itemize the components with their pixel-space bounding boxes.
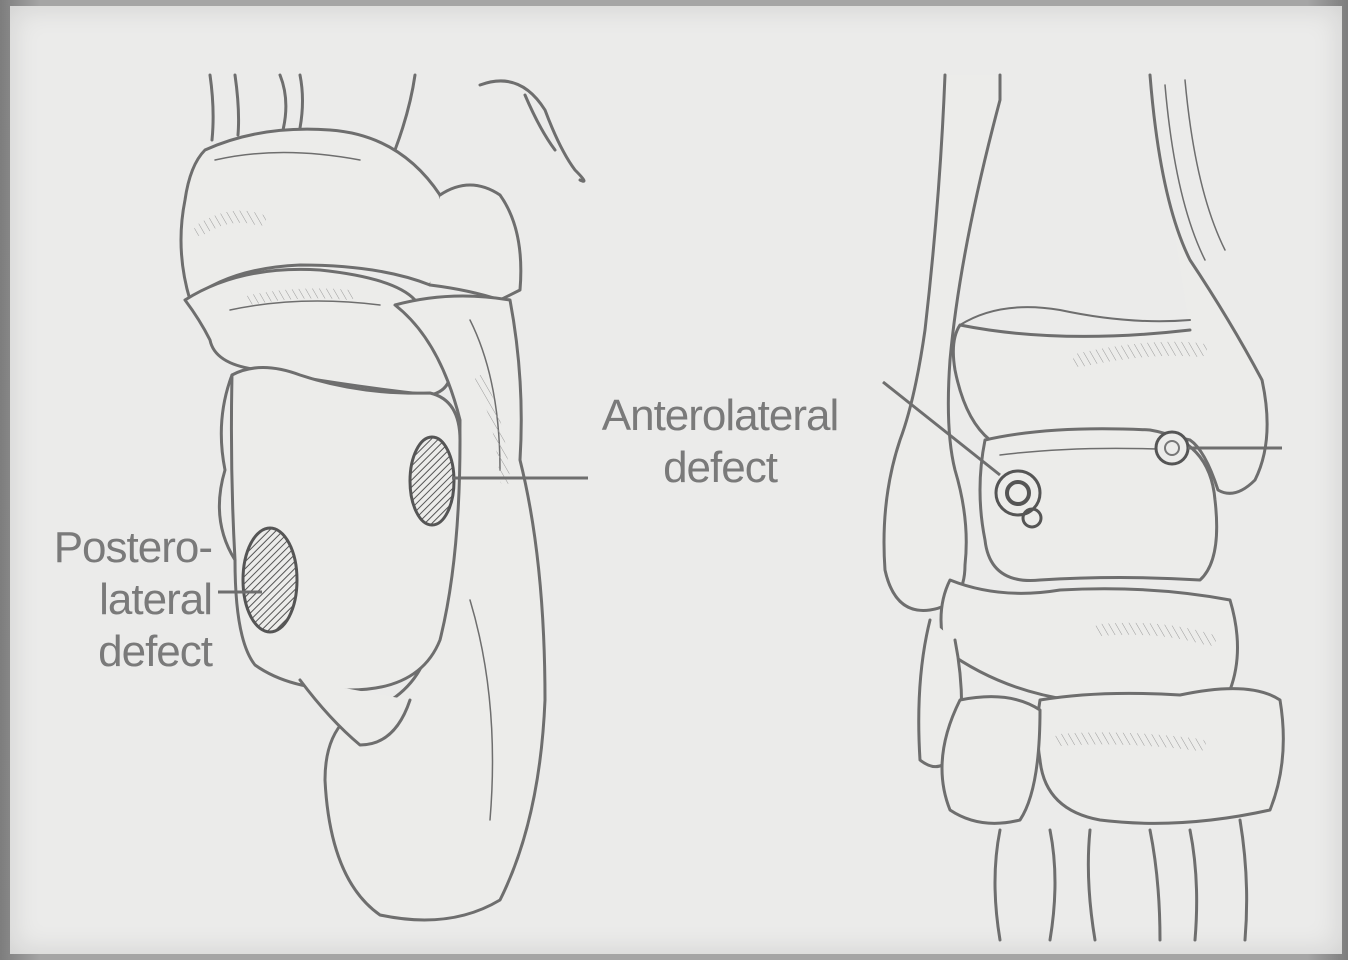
anterolateral-label-line-1: Anterolateral [588,390,852,442]
posterolateral-label-line-1: Postero- [54,522,212,574]
anterior-foot-view [884,75,1283,940]
anterolateral-defect-label: Anterolateral defect [588,390,852,494]
anterolateral-defect-spot-posterior [410,437,454,525]
posterolateral-defect-label: Postero- lateral defect [42,522,212,678]
posterolateral-label-line-2: lateral [99,574,212,626]
posterior-foot-view [181,75,584,920]
anterolateral-label-line-2: defect [588,442,852,494]
posterolateral-label-line-3: defect [98,626,212,678]
posterolateral-defect-spot [243,528,297,632]
medial-dome-lesion [1156,432,1188,464]
